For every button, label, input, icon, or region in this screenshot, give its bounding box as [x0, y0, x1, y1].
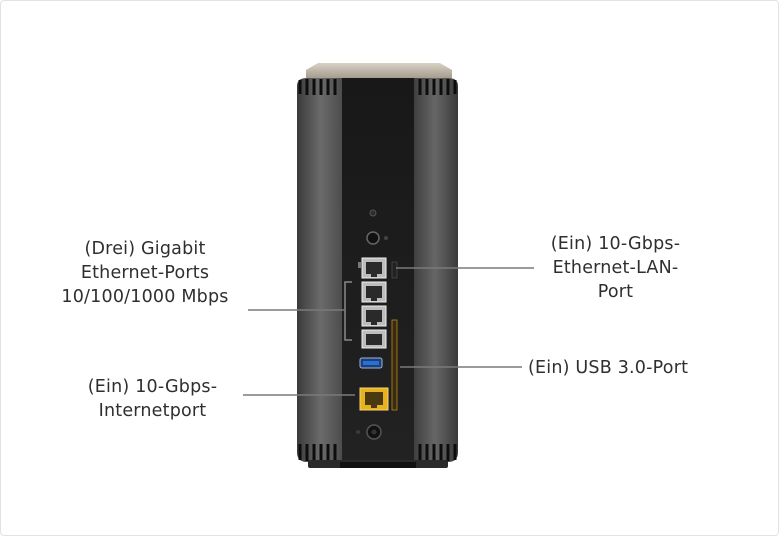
- gigabit-ethernet-ports-icon: [361, 281, 387, 349]
- callout-lan-port: (Ein) 10-Gbps- Ethernet-LAN- Port: [528, 232, 703, 304]
- callout-line: 10/100/1000 Mbps: [61, 287, 229, 307]
- callout-internet-port: (Ein) 10-Gbps- Internetport: [70, 375, 235, 423]
- lan-10g-port-icon: [358, 257, 387, 279]
- leader-lines: [243, 267, 534, 396]
- callout-line: Internetport: [98, 401, 207, 421]
- callout-line: (Drei) Gigabit: [84, 239, 206, 259]
- callout-line: (Ein) USB 3.0-Port: [528, 358, 689, 378]
- callout-line: Ethernet-Ports: [80, 263, 210, 283]
- router-top-cap: [306, 63, 452, 78]
- callout-line: Port: [597, 282, 634, 302]
- callout-line: (Ein) 10-Gbps-: [87, 377, 218, 397]
- reset-button-icon: [366, 209, 388, 245]
- callout-usb-port: (Ein) USB 3.0-Port: [528, 356, 718, 380]
- gigabit-bracket: [344, 281, 352, 341]
- usb-port-icon: [359, 357, 383, 369]
- internet-10g-port-icon: [359, 387, 389, 411]
- callout-line: (Ein) 10-Gbps-: [550, 234, 681, 254]
- callout-line: Ethernet-LAN-: [552, 258, 679, 278]
- callout-gigabit-ports: (Drei) Gigabit Ethernet-Ports 10/100/100…: [40, 237, 250, 309]
- power-jack-icon: [356, 424, 382, 440]
